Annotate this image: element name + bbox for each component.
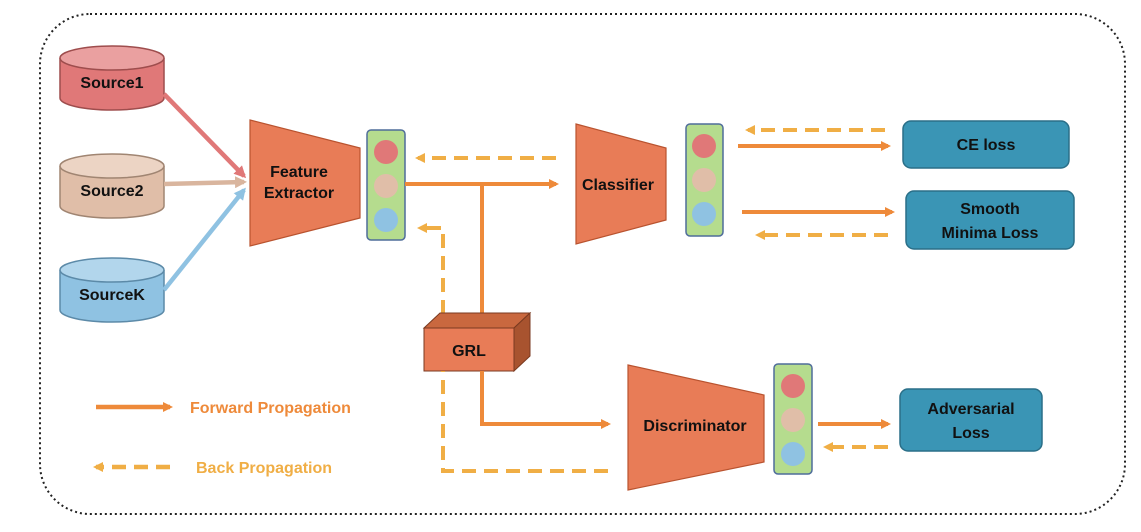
- grl-block: GRL: [422, 311, 532, 373]
- classifier-dot-beige: [692, 168, 716, 192]
- source1-label: Source1: [80, 75, 143, 92]
- smooth-loss-label-line2: Minima Loss: [942, 225, 1039, 242]
- source2-cylinder: Source2: [59, 153, 165, 219]
- source2-arrow: [163, 176, 247, 189]
- grl-label: GRL: [452, 343, 486, 360]
- sourcek-arrow: [162, 187, 246, 292]
- diagram-frame: [39, 13, 1126, 515]
- feature-dot-beige: [374, 174, 398, 198]
- source1-cylinder: Source1: [59, 45, 165, 111]
- adversarial-loss-label-line2: Loss: [952, 425, 989, 442]
- discriminator-dot-blue: [781, 442, 805, 466]
- discriminator-dot-red: [781, 374, 805, 398]
- feature-extractor-label-line2: Extractor: [264, 185, 334, 202]
- source2-label: Source2: [80, 183, 143, 200]
- sourcek-label: SourceK: [79, 287, 145, 304]
- source1-arrow: [162, 92, 247, 179]
- classifier-dot-blue: [692, 202, 716, 226]
- classifier-label: Classifier: [582, 177, 654, 194]
- feature-extractor-label-line1: Feature: [270, 164, 328, 181]
- feature-dot-blue: [374, 208, 398, 232]
- feature-vector-classifier: [685, 123, 724, 237]
- feature-vector-extractor: [366, 129, 406, 241]
- back-arrow-grl-to-features: [417, 223, 445, 314]
- forward-arrow-to-discriminator: [480, 371, 611, 429]
- adversarial-loss-label-line1: Adversarial: [927, 401, 1014, 418]
- back-arrow-from-discriminator: [441, 371, 608, 473]
- smooth-loss-label-line1: Smooth: [960, 201, 1020, 218]
- feature-dot-red: [374, 140, 398, 164]
- classifier-block: Classifier: [575, 123, 667, 245]
- legend: Forward Propagation Back Propagation: [93, 400, 351, 477]
- feature-vector-discriminator: [773, 363, 813, 475]
- discriminator-label: Discriminator: [643, 418, 746, 435]
- ce-loss-label: CE loss: [957, 137, 1016, 154]
- adversarial-loss-box: Adversarial Loss: [899, 388, 1043, 452]
- legend-forward-label: Forward Propagation: [190, 400, 351, 417]
- ce-loss-box: CE loss: [902, 120, 1070, 169]
- discriminator-block: Discriminator: [627, 364, 765, 491]
- discriminator-dot-beige: [781, 408, 805, 432]
- legend-back-label: Back Propagation: [196, 460, 332, 477]
- smooth-minima-loss-box: Smooth Minima Loss: [905, 190, 1075, 250]
- feature-extractor-block: Feature Extractor: [249, 119, 361, 247]
- sourcek-cylinder: SourceK: [59, 257, 165, 323]
- classifier-dot-red: [692, 134, 716, 158]
